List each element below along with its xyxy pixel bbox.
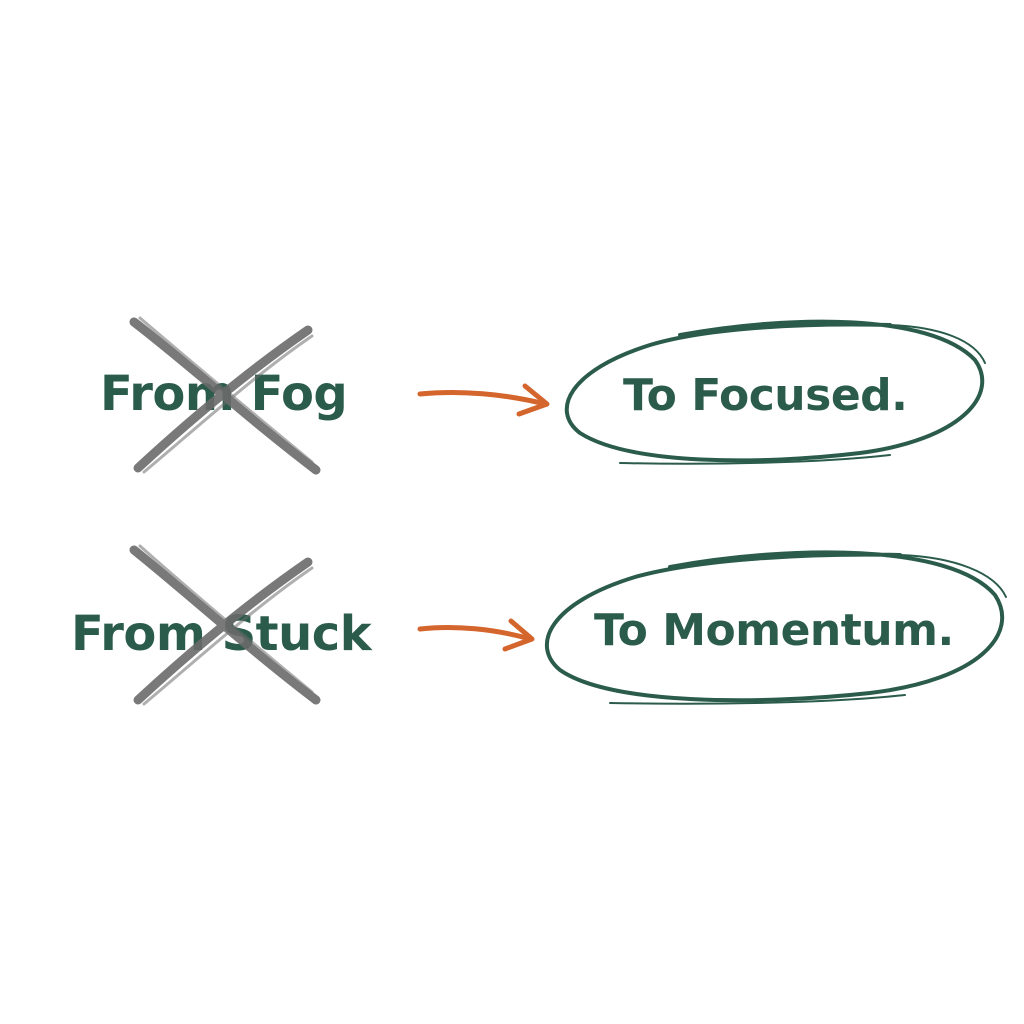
to-label: To Momentum. [594, 605, 954, 656]
hand-drawn-oval [544, 550, 1007, 705]
transformation-row-1: From Fog To Focused. [0, 290, 1024, 510]
hand-drawn-oval [564, 319, 986, 465]
to-label: To Focused. [623, 370, 908, 421]
from-label: From Stuck [71, 606, 372, 662]
from-label: From Fog [100, 366, 348, 422]
arrow-right-icon [417, 618, 535, 652]
transformation-row-2: From Stuck To Momentum. [0, 520, 1024, 740]
arrow-right-icon [417, 383, 550, 417]
